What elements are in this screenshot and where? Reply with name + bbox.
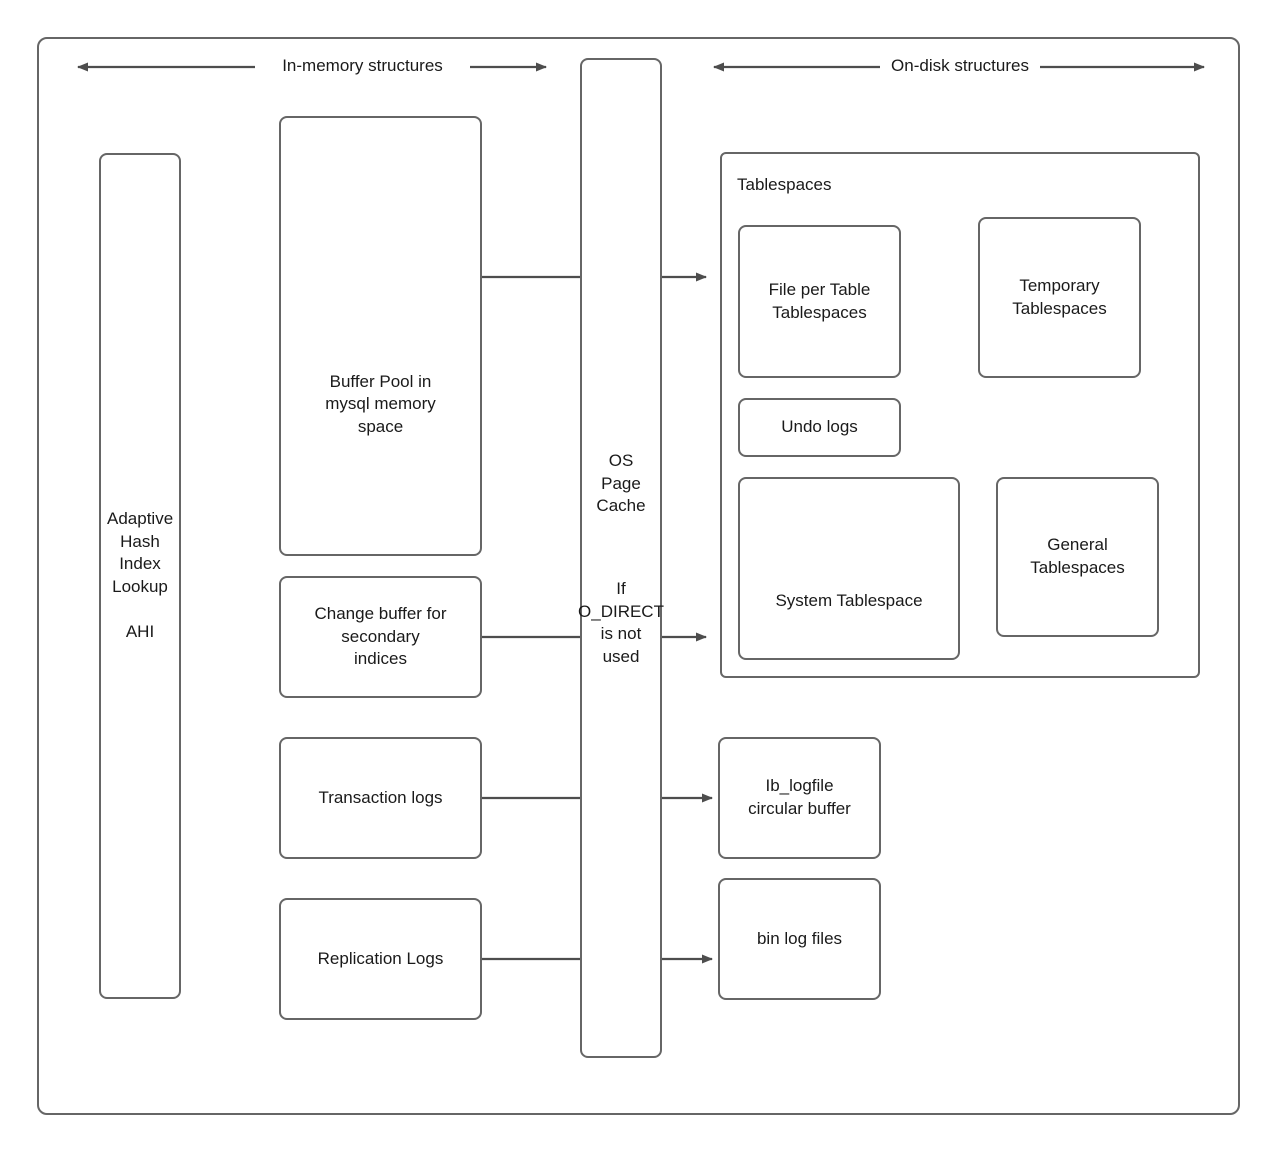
node-bin-log-files[interactable]: bin log files [718,878,881,1000]
node-undo-logs-label: Undo logs [781,417,858,437]
band-label-on-disk: On-disk structures [891,56,1029,75]
node-buffer-pool-label: Buffer Pool in mysql memory space [325,371,436,436]
node-transaction-logs-label: Transaction logs [318,787,443,807]
node-ib-logfile[interactable]: Ib_logfile circular buffer [718,737,881,859]
node-temporary-tablespaces-label: Temporary Tablespaces [1012,275,1107,318]
node-replication-logs[interactable]: Replication Logs [279,898,482,1020]
node-ib-logfile-label: Ib_logfile circular buffer [748,776,851,818]
band-label-in-memory: In-memory structures [282,56,443,75]
node-change-buffer[interactable]: Change buffer for secondary indices [279,576,482,698]
node-os-page-cache-condition: If O_DIRECT is not used [578,579,664,666]
node-system-tablespace[interactable]: System Tablespace [738,477,960,660]
node-replication-logs-label: Replication Logs [317,948,444,968]
node-temporary-tablespaces[interactable]: Temporary Tablespaces [978,217,1141,378]
node-system-tablespace-label: System Tablespace [775,591,923,611]
node-adaptive-hash-index-label: Adaptive Hash Index Lookup AHI [107,509,174,642]
node-general-tablespaces-label: General Tablespaces [1030,535,1125,577]
node-file-per-table-tablespaces-label: File per Table Tablespaces [768,279,871,322]
diagram-outer-frame [37,37,1240,1115]
node-adaptive-hash-index[interactable]: Adaptive Hash Index Lookup AHI [99,153,181,999]
node-transaction-logs[interactable]: Transaction logs [279,737,482,859]
node-change-buffer-label: Change buffer for secondary indices [314,604,447,669]
node-file-per-table-tablespaces[interactable]: File per Table Tablespaces [738,225,901,378]
node-os-page-cache[interactable] [580,58,662,1058]
node-general-tablespaces[interactable]: General Tablespaces [996,477,1159,637]
node-undo-logs[interactable]: Undo logs [738,398,901,457]
node-os-page-cache-title: OS Page Cache [596,451,646,516]
node-buffer-pool[interactable]: Buffer Pool in mysql memory space [279,116,482,556]
node-bin-log-files-label: bin log files [756,928,843,948]
group-tablespaces-title: Tablespaces [737,175,832,194]
